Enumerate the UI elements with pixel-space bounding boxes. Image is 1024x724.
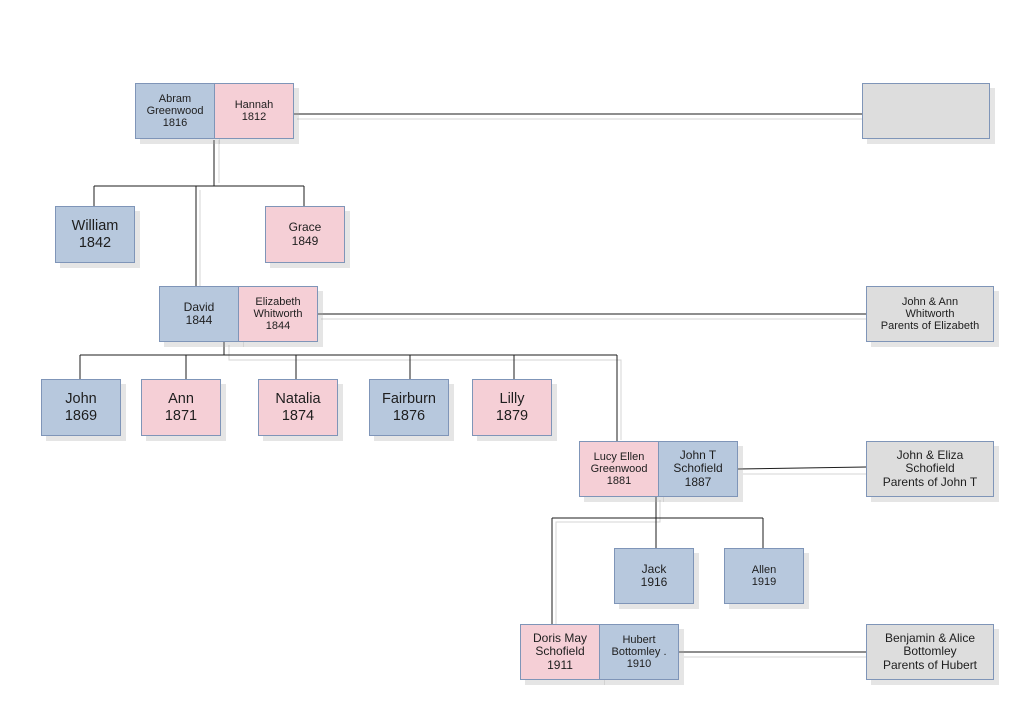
person-allen[interactable]: Allen 1919 bbox=[724, 548, 804, 604]
name-line: Lilly bbox=[499, 391, 525, 408]
name-line: Lucy Ellen bbox=[593, 450, 645, 463]
parents-line: Bottomley bbox=[903, 644, 957, 659]
birth-year: 1812 bbox=[241, 111, 267, 123]
name-line: Abram bbox=[158, 92, 192, 105]
birth-year: 1869 bbox=[64, 407, 98, 424]
person-john-t-schofield[interactable]: John T Schofield 1887 bbox=[658, 441, 738, 497]
name-line: Ann bbox=[168, 391, 194, 408]
birth-year: 1816 bbox=[162, 117, 188, 130]
name-line: Allen bbox=[751, 563, 777, 576]
birth-year: 1844 bbox=[265, 320, 291, 333]
name-line: John bbox=[65, 391, 97, 408]
name-line: Schofield bbox=[535, 644, 585, 659]
name-line: Fairburn bbox=[382, 391, 436, 408]
name-line: William bbox=[71, 218, 119, 235]
person-william[interactable]: William 1842 bbox=[55, 206, 135, 263]
parents-caption: Parents of Elizabeth bbox=[880, 320, 980, 333]
parents-box-hubert[interactable]: Benjamin & Alice Bottomley Parents of Hu… bbox=[866, 624, 994, 680]
birth-year: 1871 bbox=[164, 407, 198, 424]
name-line: John T bbox=[679, 447, 717, 462]
parents-line: Whitworth bbox=[905, 307, 955, 320]
person-ann[interactable]: Ann 1871 bbox=[141, 379, 221, 436]
birth-year: 1887 bbox=[684, 474, 712, 489]
person-abram-greenwood[interactable]: Abram Greenwood 1816 bbox=[135, 83, 215, 139]
name-line: David bbox=[183, 299, 215, 314]
name-line: Hannah bbox=[234, 98, 274, 111]
name-line: Greenwood bbox=[590, 462, 648, 475]
birth-year: 1881 bbox=[606, 475, 632, 488]
parents-box-elizabeth[interactable]: John & Ann Whitworth Parents of Elizabet… bbox=[866, 286, 994, 342]
person-lucy-ellen-greenwood[interactable]: Lucy Ellen Greenwood 1881 bbox=[579, 441, 659, 497]
person-lilly[interactable]: Lilly 1879 bbox=[472, 379, 552, 436]
name-line: Whitworth bbox=[253, 307, 303, 320]
name-line: Grace bbox=[288, 220, 322, 235]
parents-caption: Parents of Hubert bbox=[882, 657, 978, 672]
parents-line: Benjamin & Alice bbox=[884, 630, 976, 645]
parents-box-john-t[interactable]: John & Eliza Schofield Parents of John T bbox=[866, 441, 994, 497]
parents-line: John & Eliza bbox=[896, 447, 964, 462]
birth-year: 1919 bbox=[751, 576, 777, 588]
parents-line: John & Ann bbox=[901, 295, 959, 308]
birth-year: 1879 bbox=[495, 407, 529, 424]
birth-year: 1874 bbox=[281, 407, 315, 424]
person-david[interactable]: David 1844 bbox=[159, 286, 239, 342]
name-line: Greenwood bbox=[146, 104, 204, 117]
birth-year: 1910 bbox=[626, 658, 652, 671]
name-line: Elizabeth bbox=[255, 295, 301, 308]
person-natalia[interactable]: Natalia 1874 bbox=[258, 379, 338, 436]
person-john[interactable]: John 1869 bbox=[41, 379, 121, 436]
birth-year: 1911 bbox=[547, 657, 573, 672]
connector-shadow bbox=[555, 500, 661, 624]
person-hubert-bottomley[interactable]: Hubert Bottomley . 1910 bbox=[599, 624, 679, 680]
person-grace[interactable]: Grace 1849 bbox=[265, 206, 345, 263]
name-line: Jack bbox=[641, 561, 667, 576]
person-doris-may-schofield[interactable]: Doris May Schofield 1911 bbox=[520, 624, 600, 680]
couple-line-johnt bbox=[737, 466, 867, 470]
birth-year: 1916 bbox=[640, 575, 668, 589]
name-line: Doris May bbox=[532, 630, 587, 645]
person-jack[interactable]: Jack 1916 bbox=[614, 548, 694, 604]
birth-year: 1844 bbox=[185, 313, 213, 327]
person-elizabeth-whitworth[interactable]: Elizabeth Whitworth 1844 bbox=[238, 286, 318, 342]
connector-shadow bbox=[228, 345, 622, 440]
birth-year: 1849 bbox=[291, 233, 319, 248]
parents-line: Schofield bbox=[905, 461, 955, 476]
person-hannah[interactable]: Hannah 1812 bbox=[214, 83, 294, 139]
parents-caption: Parents of John T bbox=[882, 474, 978, 489]
birth-year: 1842 bbox=[78, 234, 112, 251]
name-line: Schofield bbox=[673, 461, 723, 476]
name-line: Natalia bbox=[275, 391, 321, 408]
person-fairburn[interactable]: Fairburn 1876 bbox=[369, 379, 449, 436]
birth-year: 1876 bbox=[392, 407, 426, 424]
parents-box-hannah[interactable] bbox=[862, 83, 990, 139]
name-line: Hubert bbox=[622, 633, 656, 646]
name-line: Bottomley . bbox=[611, 645, 667, 658]
